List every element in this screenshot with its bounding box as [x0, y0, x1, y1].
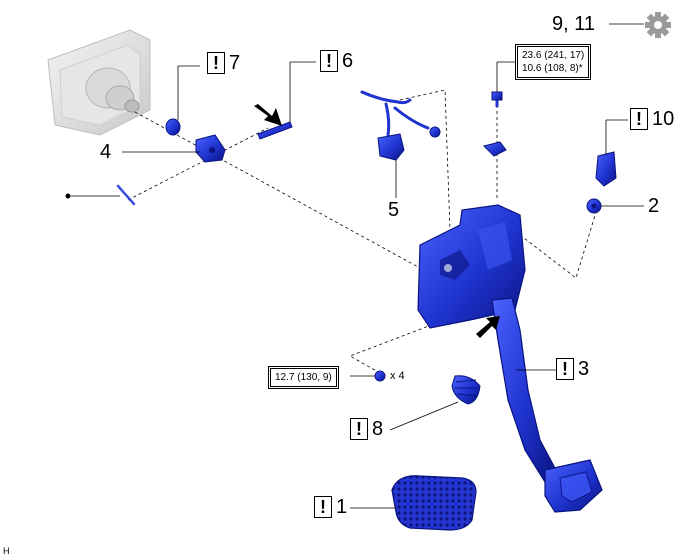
corner-label: H [3, 546, 10, 556]
part-5-sensor [377, 133, 405, 161]
torque-spec-top: 23.6 (241, 17) 10.6 (108, 8)* [515, 44, 592, 80]
callout-1: ! 1 [314, 496, 347, 518]
callout-5: 5 [388, 200, 399, 220]
callout-8: ! 8 [350, 418, 383, 440]
part-8-spring [389, 375, 481, 431]
callout-6: ! 6 [320, 50, 353, 72]
brake-booster [47, 29, 151, 136]
part-4-clevis [148, 134, 226, 163]
callout-number: 1 [336, 496, 348, 518]
callout-number: 2 [648, 195, 660, 217]
part-1-pedal-pad [350, 475, 477, 531]
warning-icon: ! [350, 418, 368, 440]
part-6-pin [254, 61, 316, 140]
callout-4: 4 [100, 142, 111, 162]
torque-line: 12.7 (130, 9) [275, 372, 332, 383]
part-7-bushing [165, 65, 200, 136]
callout-number: 7 [229, 52, 241, 74]
bolt-top [491, 61, 515, 107]
callout-number: 8 [372, 418, 384, 440]
dashed-leader-lines [127, 89, 597, 374]
callout-number: 5 [388, 199, 400, 221]
warning-icon: ! [314, 496, 332, 518]
gear-icon [645, 12, 671, 38]
pedal-bracket [417, 204, 526, 329]
nut-x4 [374, 370, 386, 382]
part-5-harness [360, 90, 441, 138]
quantity-label: x 4 [390, 370, 405, 382]
part-10-switch [595, 119, 628, 187]
torque-line-1: 23.6 (241, 17) [522, 50, 585, 61]
callout-number: 6 [342, 50, 354, 72]
pedal-arm [491, 297, 557, 483]
indicator-arrow [476, 316, 500, 338]
warning-icon: ! [630, 108, 648, 130]
callout-2: 2 [648, 196, 659, 216]
callout-7: ! 7 [207, 52, 240, 74]
callout-number: 4 [100, 141, 112, 163]
part-2-nut [586, 198, 644, 214]
callout-number: 10 [652, 108, 675, 130]
callout-3: ! 3 [556, 358, 589, 380]
warning-icon: ! [556, 358, 574, 380]
callout-9-11: 9, 11 [552, 14, 595, 34]
warning-icon: ! [320, 50, 338, 72]
torque-spec-bottom: 12.7 (130, 9) [268, 366, 339, 389]
clip-nut [483, 141, 507, 157]
torque-line-2: 10.6 (108, 8)* [522, 63, 583, 74]
clip-part [65, 184, 136, 206]
warning-icon: ! [207, 52, 225, 74]
callout-10: ! 10 [630, 108, 674, 130]
callout-number: 3 [578, 358, 590, 380]
callout-number: 9, 11 [552, 13, 595, 35]
